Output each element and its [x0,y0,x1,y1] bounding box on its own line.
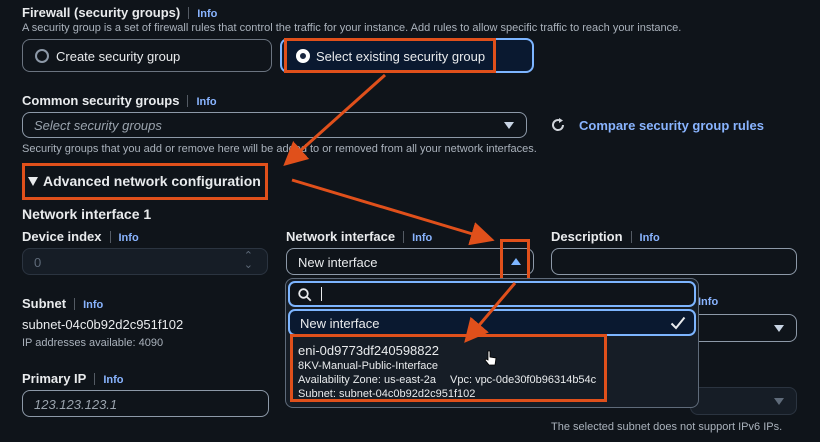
network-interface-value: New interface [298,255,378,270]
eni-availability-zone: Availability Zone: us-east-2a [298,374,436,386]
compare-security-group-rules-link[interactable]: Compare security group rules [579,118,764,133]
advanced-network-configuration-label: Advanced network configuration [43,173,261,189]
caret-down-icon [774,398,784,405]
device-index-input: 0 ⌃⌄ [22,248,268,275]
stepper-icon: ⌃⌄ [243,250,253,271]
firewall-heading: Firewall (security groups) Info [22,4,217,22]
caret-down-icon [774,325,784,332]
eni-vpc: Vpc: vpc-0de30f0b96314b54c [450,374,597,386]
arrow-to-caret [291,178,495,246]
ipv6-note: The selected subnet does not support IPv… [551,421,783,433]
firewall-title: Firewall (security groups) [22,5,181,20]
primary-ip-heading: Primary IP Info [22,370,124,388]
subnet-ip-available: IP addresses available: 4090 [22,337,164,349]
network-interface-select[interactable]: New interface [286,248,534,275]
subnet-heading: Subnet Info [22,295,103,313]
device-index-label: Device index [22,229,102,244]
radio-icon [35,49,49,63]
network-interface-label: Network interface [286,229,396,244]
common-security-groups-heading: Common security groups Info [22,92,217,110]
highlight-advanced-network [22,163,268,200]
highlight-eni-option [290,334,607,402]
subnet-info-link[interactable]: Info [83,299,104,311]
ipv6-select-disabled [690,387,797,415]
network-interface-dropdown: New interface eni-0d9773df240598822 8KV-… [285,278,699,408]
common-security-groups-title: Common security groups [22,93,180,108]
create-security-group-option[interactable]: Create security group [22,39,272,72]
select-existing-security-group-label: Select existing security group [316,49,486,64]
caret-down-icon [504,122,514,129]
create-security-group-label: Create security group [56,49,181,64]
primary-ip-input[interactable]: 123.123.123.1 [22,390,269,417]
eni-subnet: Subnet: subnet-04c0b92d2c951f102 [298,388,476,400]
primary-ip-info-link[interactable]: Info [103,374,124,386]
highlight-select-existing [284,38,496,73]
common-security-groups-info-link[interactable]: Info [196,96,217,108]
primary-ip-placeholder: 123.123.123.1 [34,397,118,412]
device-index-info-link[interactable]: Info [118,232,139,244]
description-input[interactable] [551,248,797,275]
refresh-icon[interactable] [549,116,567,134]
security-groups-select[interactable]: Select security groups [22,112,527,138]
description-label: Description [551,229,623,244]
subnet-value: subnet-04c0b92d2c951f102 [22,317,184,332]
arrow-to-eni [464,282,517,343]
checkmark-icon [670,316,686,330]
dropdown-option-label: New interface [300,316,380,331]
hidden-field-info-link[interactable]: Info [698,296,719,308]
firewall-info-link[interactable]: Info [197,8,218,20]
device-index-value: 0 [34,255,42,270]
search-icon [298,288,312,302]
eni-id: eni-0d9773df240598822 [298,343,439,358]
pointer-cursor-icon [484,350,497,366]
device-index-heading: Device index Info [22,228,139,246]
caret-up-icon [511,258,521,265]
subnet-label: Subnet [22,296,67,311]
network-interface-info-link[interactable]: Info [412,232,433,244]
security-groups-placeholder: Select security groups [34,118,162,133]
network-interface-title: Network interface 1 [22,206,152,222]
triangle-down-icon [28,177,38,186]
advanced-network-configuration-toggle[interactable]: Advanced network configuration [22,163,267,199]
firewall-description: A security group is a set of firewall ru… [22,22,682,34]
primary-ip-label: Primary IP [22,371,87,386]
eni-name: 8KV-Manual-Public-Interface [298,360,439,372]
text-cursor [321,287,322,301]
security-groups-hint: Security groups that you add or remove h… [22,143,537,155]
radio-selected-icon [296,49,310,63]
arrow-to-advanced [283,73,387,167]
description-info-link[interactable]: Info [639,232,660,244]
network-interface-heading: Network interface Info [286,228,432,246]
dropdown-search-input[interactable] [288,281,696,307]
description-heading: Description Info [551,228,660,246]
dropdown-option-eni[interactable]: eni-0d9773df240598822 8KV-Manual-Public-… [288,338,696,406]
